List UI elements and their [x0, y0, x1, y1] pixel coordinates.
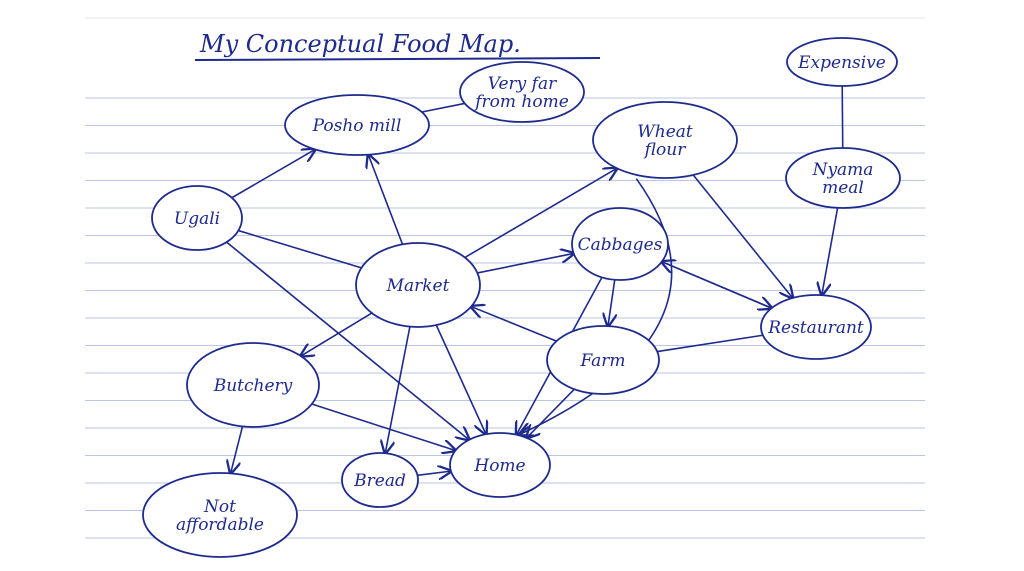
title-underline	[194, 57, 601, 61]
node-home: Home	[449, 432, 551, 498]
edge-wheat-to-home	[519, 178, 673, 435]
node-ellipse	[355, 242, 481, 328]
node-label: Cabbages	[578, 235, 663, 255]
edge-nyama-to-restaurant	[822, 207, 839, 295]
node-label: Home	[473, 456, 525, 476]
edge-far-to-posho	[421, 102, 465, 113]
node-ellipse	[786, 37, 898, 87]
node-market: Market	[355, 242, 481, 328]
edge-ugali-to-posho	[231, 149, 315, 199]
edge-market-to-bread	[385, 326, 411, 454]
node-butchery: Butchery	[186, 342, 320, 428]
edge-butchery-to-home	[311, 403, 456, 450]
edge-market-to-butchery	[301, 312, 373, 356]
node-label: Bread	[353, 471, 406, 491]
edge-farm-to-market	[471, 307, 557, 342]
edge-butchery-to-notaff	[231, 426, 244, 473]
edge-market-to-posho	[368, 155, 404, 245]
edge-ugali-to-market	[238, 229, 362, 269]
node-ellipse	[186, 342, 320, 428]
edge-cabbages-to-restaurant	[661, 260, 772, 308]
edge-bread-to-home	[417, 471, 451, 475]
edge-wheat-to-restaurant	[692, 174, 792, 298]
node-label: Butchery	[213, 376, 293, 396]
node-ellipse	[142, 472, 298, 558]
node-restaurant: Restaurant	[760, 294, 872, 360]
node-ellipse	[459, 61, 585, 123]
node-label: Ugali	[174, 209, 220, 229]
node-ellipse	[449, 432, 551, 498]
node-label: Nyama	[812, 160, 874, 180]
node-bread: Bread	[341, 452, 419, 508]
node-label: from home	[473, 92, 569, 112]
node-ellipse	[284, 94, 430, 156]
edge-market-to-wheat	[464, 168, 617, 259]
edge-restaurant-to-farm	[657, 334, 763, 353]
node-ugali: Ugali	[151, 185, 243, 251]
node-label: Market	[386, 276, 450, 296]
node-label: meal	[822, 178, 864, 198]
edge-market-to-home	[435, 324, 486, 434]
node-ellipse	[592, 101, 738, 179]
node-label: Farm	[579, 351, 625, 371]
node-label: Expensive	[797, 53, 886, 73]
node-label: Very far	[488, 74, 557, 94]
node-label: affordable	[176, 515, 264, 535]
node-expensive: Expensive	[786, 37, 898, 87]
node-label: Restaurant	[767, 318, 864, 338]
node-farm: Farm	[546, 325, 660, 395]
node-label: Not	[203, 497, 236, 517]
node-ellipse	[571, 207, 669, 281]
map-title: My Conceptual Food Map.	[199, 30, 521, 58]
node-ellipse	[341, 452, 419, 508]
node-ellipse	[760, 294, 872, 360]
edge-ugali-to-home	[226, 241, 470, 440]
node-label: flour	[643, 140, 687, 160]
node-ellipse	[785, 147, 901, 209]
node-posho: Posho mill	[284, 94, 430, 156]
node-ellipse	[151, 185, 243, 251]
edge-farm-to-home	[527, 388, 575, 438]
node-label: Wheat	[637, 122, 693, 142]
node-ellipse	[546, 325, 660, 395]
edge-cabbages-to-farm	[608, 279, 615, 326]
node-cabbages: Cabbages	[571, 207, 669, 281]
node-label: Posho mill	[312, 116, 402, 136]
edge-market-to-cabbages	[477, 253, 573, 274]
edge-expensive-to-nyama	[841, 85, 844, 149]
